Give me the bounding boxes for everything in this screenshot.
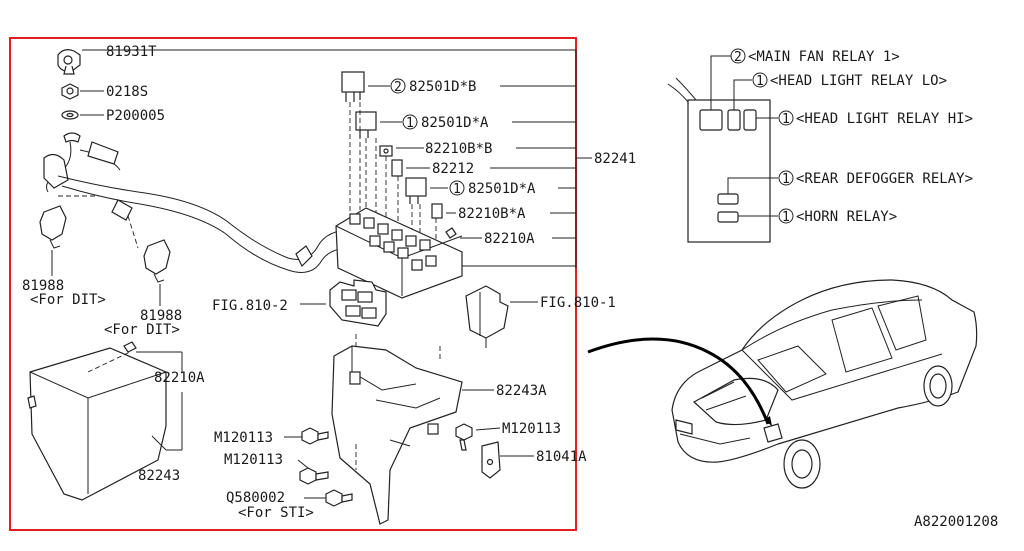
relay-legend-box: [667, 77, 771, 243]
label-82210A-low: 82210A: [154, 370, 205, 386]
fuse-82210BB: [379, 145, 393, 157]
label-0218S: 0218S: [106, 84, 148, 100]
relay-82501DB: [341, 71, 365, 102]
label-P200005: P200005: [106, 108, 165, 124]
bracket-82243A: [331, 345, 463, 525]
bracket-81041A: [481, 441, 501, 479]
label-81988-left-note: <For DIT>: [30, 292, 106, 308]
label-81041A: 81041A: [536, 449, 587, 465]
label-82501DB: 82501D*B: [409, 79, 476, 95]
cover-clip-82210A: [123, 341, 137, 353]
label-82210BB: 82210B*B: [425, 141, 492, 157]
label-82212: 82212: [432, 161, 474, 177]
label-82501DA-low: 82501D*A: [468, 181, 536, 197]
label-82210A-top: 82210A: [484, 231, 535, 247]
label-81988-right: 81988: [140, 308, 182, 324]
bolt-M120113-b: [299, 467, 329, 485]
label-Q580002: Q580002: [226, 490, 285, 506]
legend-text-1: <HEAD LIGHT RELAY LO>: [770, 73, 947, 89]
connector-block-fig810-2: [329, 279, 387, 327]
label-M120113-c: M120113: [502, 421, 561, 437]
label-81988-right-note: <For DIT>: [104, 322, 180, 338]
grommet-81931T: [57, 49, 81, 75]
label-Q580002-note: <For STI>: [238, 505, 314, 521]
highlight-frame: [9, 37, 577, 531]
legend-text-0: <MAIN FAN RELAY 1>: [748, 49, 900, 65]
fuse-82210BA: [431, 203, 443, 219]
fuse-box-82241: [335, 207, 463, 299]
label-82501DA-top: 82501D*A: [421, 115, 489, 131]
bolt-M120113-c: [455, 423, 473, 451]
bolt-M120113-a: [301, 427, 329, 445]
label-82210BA: 82210B*A: [458, 206, 526, 222]
connector-fig810-1: [465, 285, 509, 348]
legend-qty-1: 1: [756, 74, 764, 89]
legend-qty-2: 1: [782, 112, 790, 127]
diagram-id: A822001208: [914, 514, 998, 530]
clip-81988-right: [143, 239, 171, 283]
label-fig810-1: FIG.810-1: [540, 295, 616, 311]
legend-qty-3: 1: [782, 172, 790, 187]
label-81988-left: 81988: [22, 278, 64, 294]
qty-82501DA-low: 1: [453, 182, 461, 197]
label-82243A: 82243A: [496, 383, 547, 399]
label-81931T: 81931T: [106, 44, 157, 60]
legend-text-4: <HORN RELAY>: [796, 209, 897, 225]
clip-81988-left: [39, 205, 67, 249]
fuse-82210A-top: [445, 227, 457, 239]
wiring-harness: [43, 132, 359, 273]
label-fig810-2: FIG.810-2: [212, 298, 288, 314]
legend-text-2: <HEAD LIGHT RELAY HI>: [796, 111, 973, 127]
relay-82501DA-low: [405, 177, 427, 204]
label-M120113-b: M120113: [224, 452, 283, 468]
bolt-Q580002: [325, 489, 353, 507]
legend-qty-4: 1: [782, 210, 790, 225]
qty-82501DB: 2: [394, 80, 402, 95]
legend-qty-0: 2: [734, 50, 742, 65]
fuse-82212: [391, 159, 403, 177]
location-leader: [587, 337, 770, 425]
legend-text-3: <REAR DEFOGGER RELAY>: [796, 171, 973, 187]
car-illustration: [671, 279, 978, 489]
washer-P200005: [61, 110, 79, 120]
label-M120113-a: M120113: [214, 430, 273, 446]
qty-82501DA-top: 1: [406, 116, 414, 131]
cover-82243: [27, 347, 167, 501]
label-82241: 82241: [594, 151, 636, 167]
relay-82501DA-top: [355, 111, 377, 138]
nut-0218S: [61, 83, 79, 100]
label-82243: 82243: [138, 468, 180, 484]
